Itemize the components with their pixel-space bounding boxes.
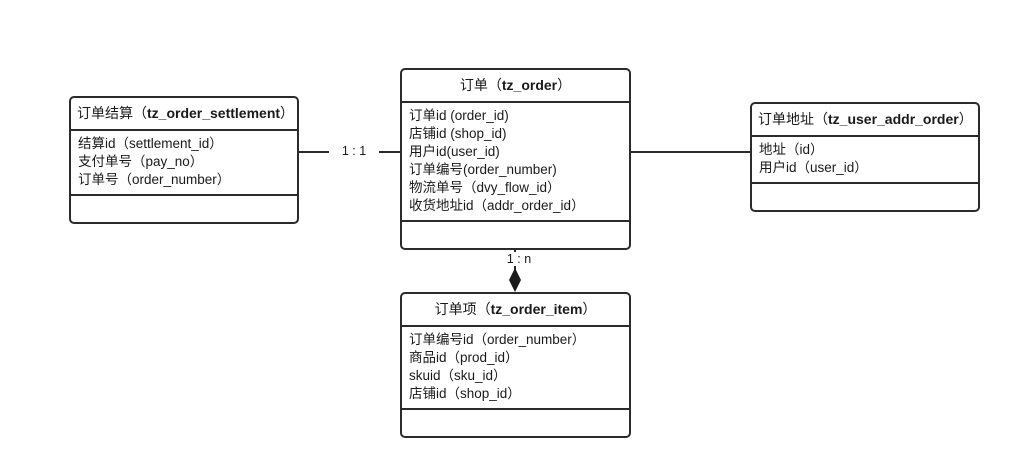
attribute-row: 结算id（settlement_id）	[78, 135, 223, 151]
edge-label-settlement-order: 1 : 1	[329, 144, 379, 158]
attribute-row: 支付单号（pay_no）	[78, 153, 204, 169]
attribute-row: skuid（sku_id）	[409, 367, 507, 383]
entity-title-user-addr-order: 订单地址（tz_user_addr_order）	[752, 104, 978, 137]
entity-order-item[interactable]: 订单项（tz_order_item） 订单编号id（order_number） …	[400, 292, 631, 438]
entity-footer-order-item	[402, 410, 629, 436]
filled-diamond-marker	[509, 268, 521, 292]
entity-footer-user-addr-order	[752, 184, 978, 210]
entity-order[interactable]: 订单（tz_order） 订单id (order_id) 店铺id (shop_…	[400, 68, 631, 250]
attribute-row: 订单编号id（order_number）	[409, 331, 586, 347]
paren-close: ）	[557, 77, 572, 93]
edge-label-order-orderitem: 1 : n	[493, 252, 545, 266]
entity-attrs-order: 订单id (order_id) 店铺id (shop_id) 用户id(user…	[402, 103, 629, 222]
entity-cn-name: 订单项	[434, 301, 477, 317]
entity-table-name: tz_order	[501, 77, 558, 93]
paren-open: （	[133, 105, 147, 121]
edge-order-address	[629, 151, 752, 153]
attribute-row: 订单编号(order_number)	[409, 161, 557, 177]
attribute-row: 店铺id (shop_id)	[409, 125, 507, 141]
attribute-row: 收货地址id（addr_order_id）	[409, 197, 585, 213]
entity-order-settlement[interactable]: 订单结算（tz_order_settlement） 结算id（settlemen…	[69, 96, 299, 224]
entity-title-order-settlement: 订单结算（tz_order_settlement）	[71, 98, 297, 131]
entity-cn-name: 订单	[459, 77, 488, 93]
entity-footer-order-settlement	[71, 196, 297, 222]
attribute-row: 订单id (order_id)	[409, 107, 509, 123]
entity-user-addr-order[interactable]: 订单地址（tz_user_addr_order） 地址（id） 用户id（use…	[750, 102, 980, 212]
paren-close: ）	[582, 301, 597, 317]
entity-cn-name: 订单地址	[758, 111, 814, 127]
entity-table-name: tz_order_settlement	[147, 105, 281, 121]
entity-cn-name: 订单结算	[77, 105, 133, 121]
attribute-row: 用户id（user_id）	[759, 159, 868, 175]
entity-footer-order	[402, 222, 629, 248]
attribute-row: 商品id（prod_id）	[409, 349, 519, 365]
paren-open: （	[814, 111, 828, 127]
entity-title-order: 订单（tz_order）	[402, 70, 629, 103]
entity-attrs-order-item: 订单编号id（order_number） 商品id（prod_id） skuid…	[402, 327, 629, 410]
entity-attrs-order-settlement: 结算id（settlement_id） 支付单号（pay_no） 订单号（ord…	[71, 131, 297, 196]
attribute-row: 物流单号（dvy_flow_id）	[409, 179, 561, 195]
entity-table-name: tz_order_item	[490, 301, 583, 317]
attribute-row: 订单号（order_number）	[78, 171, 231, 187]
entity-title-order-item: 订单项（tz_order_item）	[402, 294, 629, 327]
paren-open: （	[487, 77, 502, 93]
entity-table-name: tz_user_addr_order	[828, 111, 959, 127]
paren-close: ）	[280, 105, 295, 121]
attribute-row: 地址（id）	[759, 141, 824, 157]
paren-close: ）	[958, 111, 973, 127]
attribute-row: 店铺id（shop_id）	[409, 385, 521, 401]
entity-attrs-user-addr-order: 地址（id） 用户id（user_id）	[752, 137, 978, 184]
paren-open: （	[476, 301, 491, 317]
attribute-row: 用户id(user_id)	[409, 143, 500, 159]
